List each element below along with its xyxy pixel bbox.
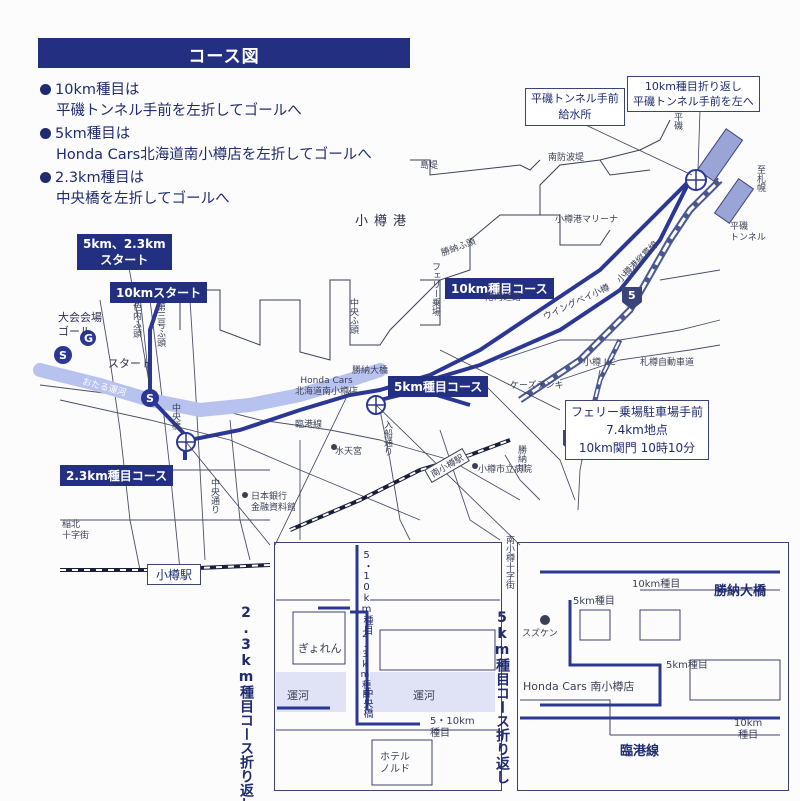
legend-item-10km: 10km種目は 平磯トンネル手前を左折してゴールへ bbox=[40, 80, 302, 122]
coastline bbox=[179, 119, 671, 361]
route-5-number-b: 5 bbox=[569, 432, 577, 445]
chuo-dori-label: 中央通り bbox=[209, 478, 219, 514]
inset1-drawing bbox=[276, 545, 500, 786]
start-marker-s1: S bbox=[59, 349, 67, 362]
katsunai-bridge-label: 勝納大橋 bbox=[352, 366, 389, 376]
goal-marker-g: G bbox=[84, 332, 94, 345]
inset1-label-chuo: 中央橋 bbox=[361, 688, 372, 718]
sapporo-expressway-label: 札樽自動車道 bbox=[640, 358, 695, 368]
route-5-number-a: 5 bbox=[628, 289, 636, 302]
port-road-label: 港湾道路 bbox=[485, 293, 522, 303]
hiraiso-water-station-label: 平磯トンネル手前 給水所 bbox=[525, 88, 625, 126]
honda-cars-label: Honda Cars 北海道南小樽店 bbox=[295, 376, 359, 397]
chuo-bridge-label: 中央橋 bbox=[170, 403, 180, 430]
shinpato-label: 島堤 bbox=[420, 161, 439, 171]
otaru-canal bbox=[33, 363, 387, 418]
inset1-hotel: ホテル ノルド bbox=[380, 752, 410, 775]
ferry-terminal-label: フェリー乗場 bbox=[430, 262, 440, 316]
legend-2-3km-title: 2.3km種目は bbox=[55, 170, 145, 186]
title-banner: コース図 bbox=[38, 38, 410, 68]
hirabe-label: 平磯 bbox=[672, 112, 682, 130]
turnaround-10km-label: 10km種目折り返し 平磯トンネル手前を左へ bbox=[627, 76, 760, 112]
inset1-label-2-3km: 2.3km種目 bbox=[360, 630, 370, 698]
legend-item-5km: 5km種目は Honda Cars北海道南小樽店を左折してゴールへ bbox=[40, 124, 372, 166]
otaru-port-label: 小樽港 bbox=[355, 214, 413, 229]
inset1-label-5-10km: 5・10km種目 bbox=[361, 550, 372, 635]
to-sapporo-label: 至札幌 bbox=[755, 165, 765, 192]
inset1-title: 2.3km種目コース折り返し bbox=[238, 605, 254, 801]
inset1-bottom-label: 5・10km 種目 bbox=[430, 716, 475, 739]
inset2-drawing bbox=[520, 570, 781, 736]
inset2-honda: Honda Cars 南小樽店 bbox=[523, 680, 635, 693]
inset2-label-10km-bottom: 10km 種目 bbox=[734, 718, 763, 741]
start-10km-label: 10kmスタート bbox=[110, 282, 208, 303]
course-5km-label: 5km種目コース bbox=[388, 376, 489, 397]
legend-5km-desc: Honda Cars北海道南小樽店を左折してゴールへ bbox=[56, 147, 372, 163]
otaru-station-label: 小樽駅 bbox=[147, 564, 202, 585]
suitengu-label: 水天宮 bbox=[335, 447, 363, 457]
nanshou-jujigai-label: 南小樽十字街 bbox=[504, 535, 514, 589]
inset1-gyoren: ぎょれん bbox=[298, 642, 342, 655]
inset2-title: 5km種目コース折り返し bbox=[494, 610, 510, 784]
inset2-rinko: 臨港線 bbox=[620, 744, 660, 759]
legend-5km-title: 5km種目は bbox=[55, 126, 131, 142]
tunnels bbox=[696, 128, 755, 225]
south-breakwater-label: 南防波堤 bbox=[548, 153, 585, 163]
sakai-wharf-label: 色内ふ頭 bbox=[131, 302, 141, 338]
katsunai-river-label: 勝納川 bbox=[516, 445, 526, 472]
start-marker-s2: S bbox=[146, 392, 154, 405]
otaru-ic-label: 小樽 I·C bbox=[583, 358, 616, 368]
hiraiso-tunnel-label: 平磯 トンネル bbox=[730, 222, 766, 243]
irifune-dori-label: 入船通り bbox=[382, 420, 392, 456]
marina-label: 小樽港マリーナ bbox=[555, 215, 619, 225]
inset2-label-5km-a: 5km種目 bbox=[573, 596, 615, 607]
venue-goal-label: 大会会場 ゴール bbox=[58, 311, 102, 338]
hospital-label: 小樽市立病院 bbox=[478, 465, 533, 475]
inset-2-3km-turnaround bbox=[274, 542, 502, 791]
legend-item-2-3km: 2.3km種目は 中央橋を左折してゴールへ bbox=[40, 168, 230, 210]
inset2-label-10km-top: 10km種目 bbox=[632, 579, 681, 590]
course-2-3km-label: 2.3km種目コース bbox=[60, 465, 174, 486]
inafuku-jujigai-label: 稲北 十字街 bbox=[62, 520, 90, 541]
start-label: スタート bbox=[108, 357, 152, 370]
start-5km-2-3km-label: 5km、2.3km スタート bbox=[77, 234, 172, 270]
inset1-canal-right: 運河 bbox=[413, 689, 435, 702]
start-goal-markers bbox=[54, 330, 159, 407]
inset1-canal-left: 運河 bbox=[287, 689, 309, 702]
legend-10km-desc: 平磯トンネル手前を左折してゴールへ bbox=[56, 103, 302, 119]
chuo-wharf-label: 中央ふ頭 bbox=[348, 298, 358, 334]
nijo-wharf-label: 第三号ふ頭 bbox=[155, 302, 165, 347]
course-10km-label: 10km種目コース bbox=[445, 278, 554, 299]
legend-2-3km-desc: 中央橋を左折してゴールへ bbox=[56, 191, 230, 207]
boj-label: 日本銀行 金融資料館 bbox=[251, 492, 297, 513]
inset2-label-5km-b: 5km種目 bbox=[666, 660, 708, 671]
ferry-checkpoint-label: フェリー乗場駐車場手前 7.4km地点 10km関門 10時10分 bbox=[565, 400, 710, 460]
rinko-line-label: 臨港線 bbox=[295, 420, 323, 430]
banner-title: コース図 bbox=[188, 47, 260, 67]
inset-5km-turnaround bbox=[517, 542, 789, 791]
inset2-suzuken: スズケン bbox=[522, 629, 558, 639]
inset2-katsunai: 勝納大橋 bbox=[714, 584, 767, 599]
keiz-denki-label: ケーズデンキ bbox=[510, 381, 564, 391]
legend-10km-title: 10km種目は bbox=[55, 82, 140, 98]
